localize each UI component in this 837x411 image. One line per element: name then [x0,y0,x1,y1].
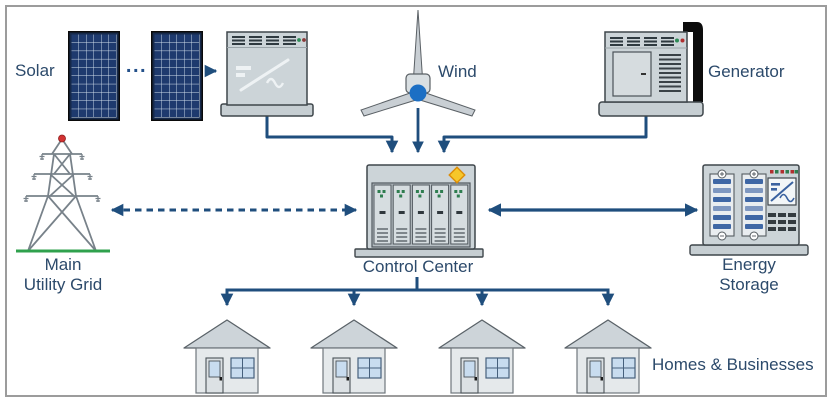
control-center-icon [354,164,484,258]
main-utility-grid-label-line1: Main [44,255,82,274]
wind-turbine-icon [360,9,476,117]
solar-ellipsis: ... [125,55,148,77]
generator-icon [598,22,704,117]
house-icon [310,319,398,394]
main-utility-grid-label: Main Utility Grid [6,255,120,294]
energy-storage-label-line1: Energy [722,255,776,274]
generator-label: Generator [708,62,785,81]
energy-storage-label: Energy Storage [689,255,809,294]
diagram-border [5,5,827,397]
solar-panel-icon [68,31,120,121]
generator-to-control-arrow [437,112,648,154]
house-icon [564,319,652,394]
beacon-light [58,134,66,143]
warning-diamond-icon [448,166,466,184]
inverter-to-control-arrow [265,112,399,154]
control-center-label: Control Center [362,257,474,276]
wind-label: Wind [438,62,477,81]
energy-storage-icon [689,164,809,256]
solar-panel-icon [151,31,203,121]
house-icon [183,319,271,394]
main-utility-grid-label-line2: Utility Grid [23,274,103,294]
homes-businesses-label: Homes & Businesses [652,355,814,374]
solar-label: Solar [15,61,55,80]
house-icon [438,319,526,394]
energy-storage-label-line2: Storage [719,274,779,294]
inverter-icon [220,31,314,117]
utility-tower-icon [16,134,110,253]
